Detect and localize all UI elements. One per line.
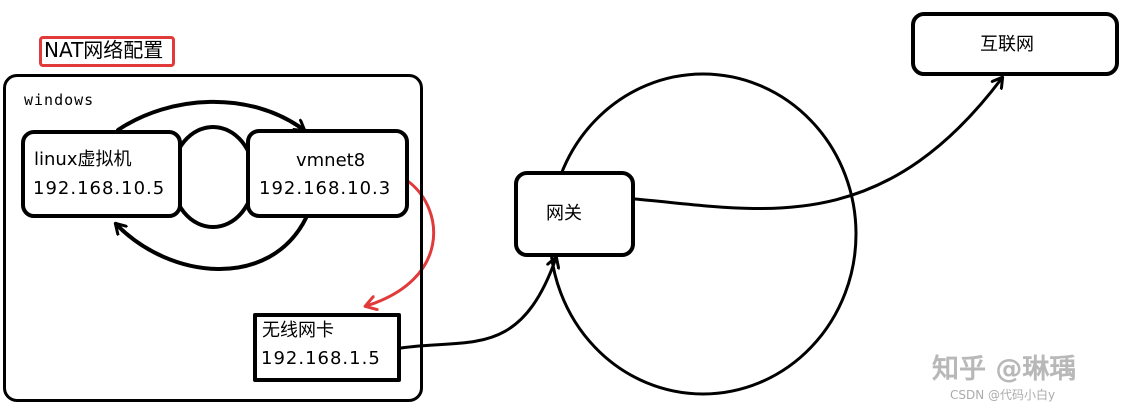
gateway-label: 网关 (546, 203, 582, 224)
windows-host-box (3, 74, 423, 402)
windows-label: windows (24, 91, 95, 109)
vmnet8-ip: 192.168.10.3 (259, 178, 392, 199)
wireless-nic-box (253, 313, 401, 382)
vmnet8-name: vmnet8 (296, 150, 366, 171)
title-frame (39, 36, 175, 67)
arrow-vmnet8-to-linux (116, 216, 308, 271)
internet-box (911, 12, 1119, 76)
watermark-zhihu: 知乎 @琳瑀 (932, 354, 1077, 385)
wireless-nic-name: 无线网卡 (262, 320, 334, 341)
vmnet8-box (246, 129, 409, 218)
watermark-csdn: CSDN @代码小白y (950, 388, 1056, 402)
arrow-gateway-to-internet (633, 78, 1002, 210)
wireless-nic-ip: 192.168.1.5 (261, 348, 381, 369)
internet-label: 互联网 (980, 34, 1034, 55)
gateway-box (514, 171, 635, 257)
arrow-nic-to-gateway (399, 258, 556, 350)
linux-vm-ip: 192.168.10.5 (33, 178, 166, 199)
diagram-title: NAT网络配置 (44, 38, 164, 62)
linux-vm-name: linux虚拟机 (34, 149, 132, 170)
linux-vm-box (21, 130, 182, 218)
arrow-linux-to-vmnet8 (116, 99, 304, 130)
